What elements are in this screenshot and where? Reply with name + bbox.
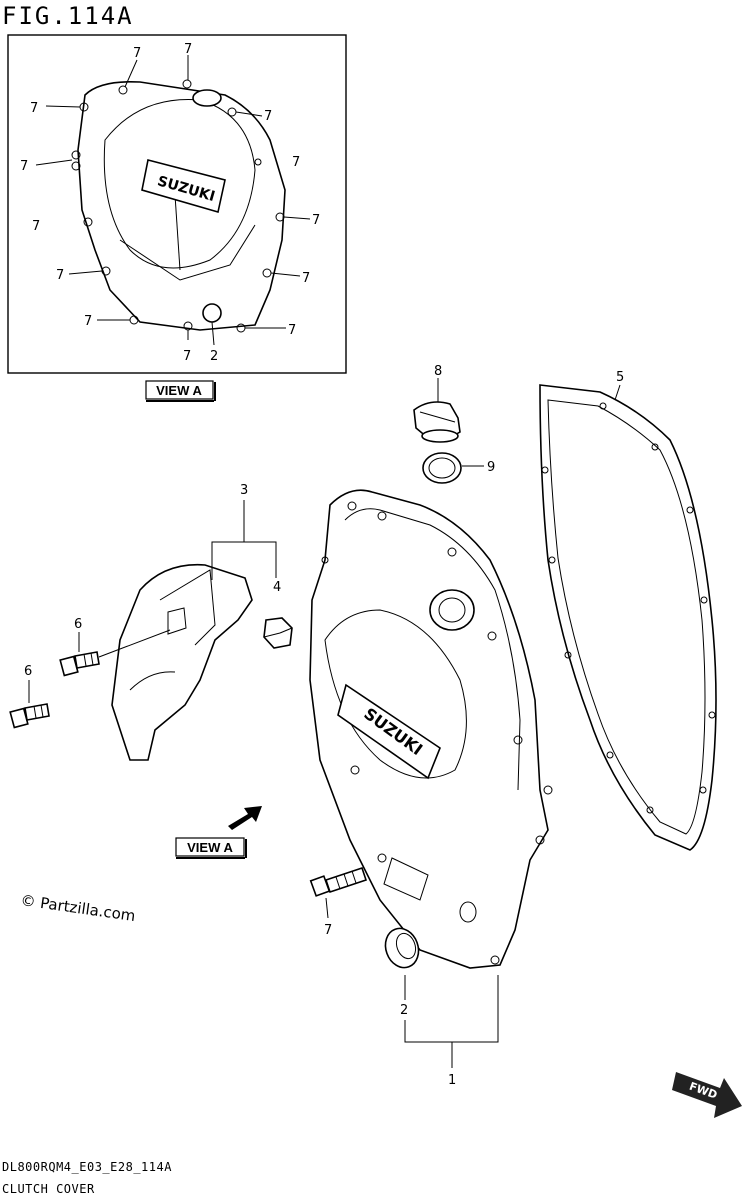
inset-callout-2: 2 xyxy=(210,349,218,364)
callout-8: 8 xyxy=(434,364,442,379)
part-5-gasket xyxy=(539,384,717,851)
view-a-inset-frame xyxy=(7,34,347,374)
view-a-tag-main: VIEW A xyxy=(175,837,247,859)
watermark-text: © Partzilla.com xyxy=(19,891,136,925)
inset-callout-7-e: 7 xyxy=(20,159,28,174)
view-a-label-top: VIEW A xyxy=(156,383,202,398)
inset-callout-7-i: 7 xyxy=(56,268,64,283)
fwd-arrow-icon: FWD xyxy=(672,1072,742,1118)
inset-callout-7-l: 7 xyxy=(288,323,296,338)
figure-title: FIG.114A xyxy=(2,2,134,30)
part-7-bolt xyxy=(309,866,368,897)
part-9-o-ring xyxy=(422,452,462,484)
inset-callout-7-c: 7 xyxy=(30,101,38,116)
leader-5 xyxy=(614,384,621,401)
inset-clutch-cover: SUZUKI xyxy=(71,79,286,333)
callout-9: 9 xyxy=(487,460,495,475)
leader-7 xyxy=(325,897,329,919)
callout-6-lower: 6 xyxy=(24,664,32,679)
inset-callout-7-g: 7 xyxy=(32,219,40,234)
callout-7: 7 xyxy=(324,923,332,938)
part-3-protector xyxy=(111,563,253,761)
inset-callout-7-m: 7 xyxy=(183,349,191,364)
callout-3: 3 xyxy=(240,483,248,498)
inset-callout-7-h: 7 xyxy=(312,213,320,228)
view-a-label-main: VIEW A xyxy=(187,840,233,855)
callout-4: 4 xyxy=(273,580,281,595)
inset-callout-7-k: 7 xyxy=(84,314,92,329)
part-8-oil-filler-cap xyxy=(413,401,461,443)
part-1-clutch-cover: SUZUKI xyxy=(309,489,553,969)
inset-callout-7-f: 7 xyxy=(292,155,300,170)
callout-2: 2 xyxy=(400,1003,408,1018)
part-6-bolt-lower xyxy=(9,703,50,729)
footer-assembly-name: CLUTCH COVER xyxy=(2,1182,95,1196)
view-a-tag-top: VIEW A xyxy=(145,380,216,402)
leader-3-bracket xyxy=(211,500,277,580)
view-a-arrow-icon xyxy=(228,806,262,830)
part-2-plug xyxy=(384,927,420,969)
inset-callout-7-a: 7 xyxy=(133,46,141,61)
callout-5: 5 xyxy=(616,370,624,385)
inset-leader-lines xyxy=(35,55,311,346)
footer-figure-code: DL800RQM4_E03_E28_114A xyxy=(2,1160,172,1174)
part-6-bolt-upper xyxy=(59,651,100,677)
part-4-cushion xyxy=(263,617,293,649)
inset-callout-7-b: 7 xyxy=(184,42,192,57)
callout-6-upper: 6 xyxy=(74,617,82,632)
callout-1: 1 xyxy=(448,1073,456,1088)
inset-callout-7-d: 7 xyxy=(264,109,272,124)
leader-1-bracket xyxy=(404,975,499,1068)
leader-6-to-protector xyxy=(98,629,171,658)
inset-callout-7-j: 7 xyxy=(302,271,310,286)
